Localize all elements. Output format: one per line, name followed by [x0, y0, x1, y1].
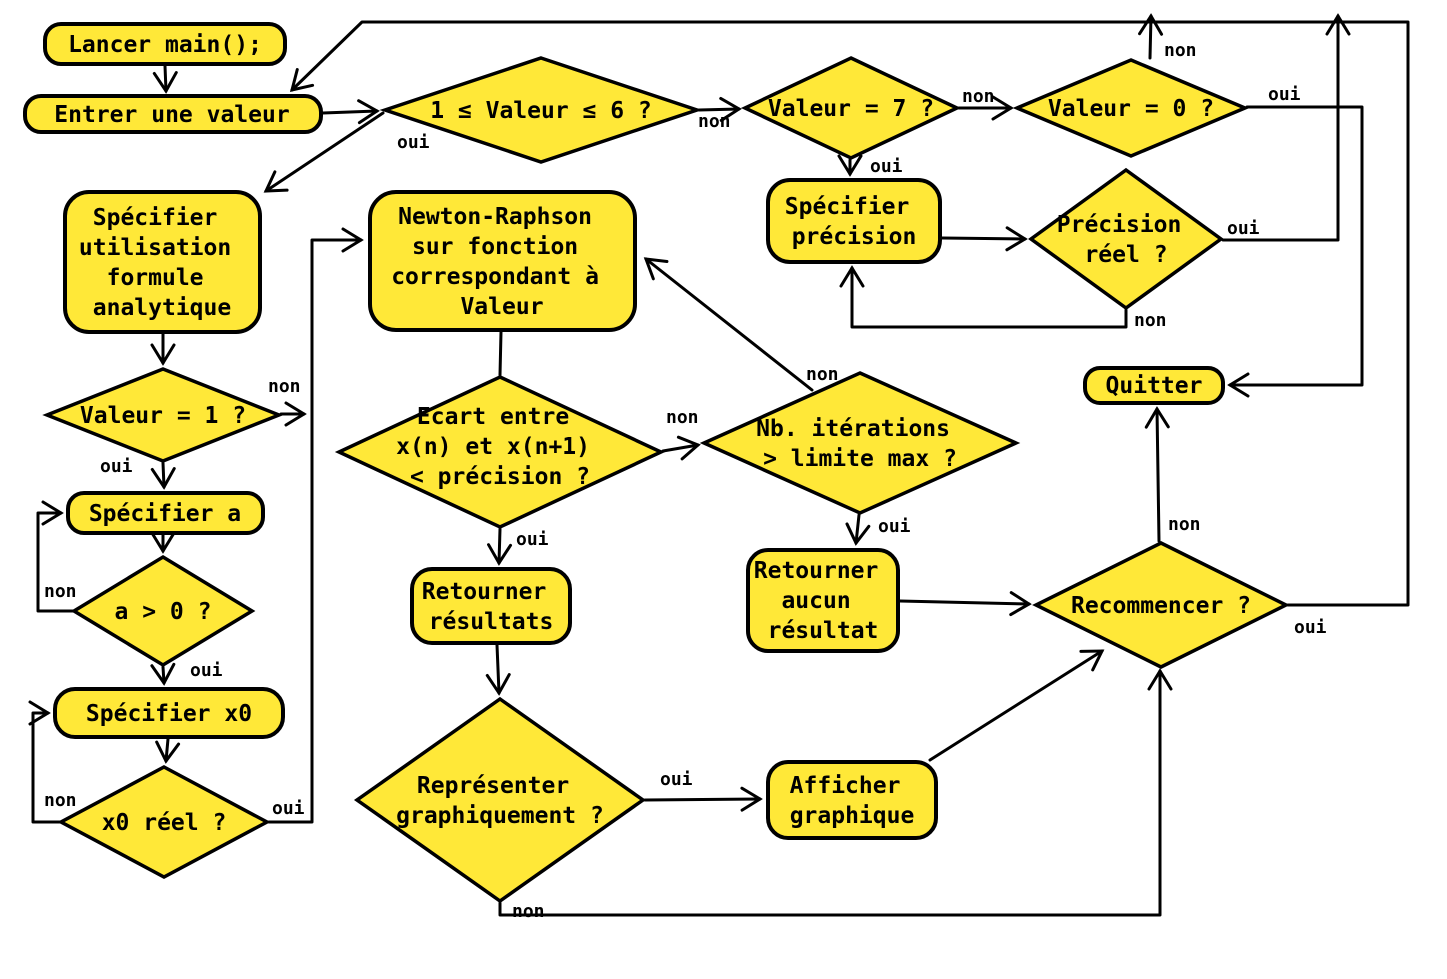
- edge-label: oui: [516, 529, 549, 550]
- node-label: Nb. itérations > limite max ?: [756, 416, 964, 472]
- edge-label: non: [1134, 310, 1167, 331]
- edge-label: oui: [660, 769, 693, 790]
- edge-label: non: [268, 376, 301, 397]
- node-decision-valeur-0: Valeur = 0 ?: [1012, 58, 1250, 158]
- edge-label: non: [512, 901, 545, 922]
- node-label: Représenter graphiquement ?: [396, 773, 604, 829]
- node-decision-recommencer: Recommencer ?: [1032, 541, 1290, 669]
- edge-label: non: [44, 581, 77, 602]
- edge-apos-oui: oui: [150, 660, 223, 686]
- edge-label: non: [806, 364, 839, 385]
- node-newton-raphson: Newton-Raphson sur fonction correspondan…: [368, 190, 637, 332]
- node-decision-x0-reel: x0 réel ?: [57, 765, 271, 879]
- node-label: 1 ≤ Valeur ≤ 6 ?: [430, 98, 652, 124]
- edge-valeur16-oui: oui: [263, 111, 430, 193]
- edge-precisionreel-non: non: [839, 265, 1167, 331]
- edge-label: non: [698, 111, 731, 132]
- node-label: Newton-Raphson sur fonction correspondan…: [391, 204, 613, 320]
- edge-label: oui: [870, 156, 903, 177]
- edge-label: oui: [1268, 84, 1301, 105]
- node-specifier-utilisation-formule: Spécifier utilisation formule analytique: [63, 190, 262, 334]
- node-quitter: Quitter: [1083, 366, 1225, 405]
- edge-retaucun-recommencer: [898, 591, 1032, 617]
- node-entrer-valeur: Entrer une valeur: [23, 94, 323, 134]
- node-decision-nb-iterations: Nb. itérations > limite max ?: [699, 371, 1021, 515]
- edge-entrer-valeur16: [321, 99, 380, 125]
- node-afficher-graphique: Afficher graphique: [766, 760, 938, 840]
- edge-recommencer-oui: oui: [289, 20, 1410, 638]
- edge-representer-non: non: [498, 668, 1173, 922]
- node-label: Entrer une valeur: [54, 102, 289, 128]
- node-label: Afficher graphique: [790, 773, 915, 829]
- edge-valeur7-oui: oui: [837, 154, 903, 177]
- edge-label: oui: [190, 660, 223, 681]
- edge-label: oui: [1227, 218, 1260, 239]
- node-lancer-main: Lancer main();: [43, 22, 287, 66]
- edge-nbiter-non: non: [643, 257, 839, 392]
- edge-precisionreel-oui: oui: [1221, 13, 1351, 242]
- node-retourner-resultats: Retourner résultats: [410, 567, 572, 645]
- edge-representer-oui: oui: [643, 769, 763, 812]
- edge-label: non: [1164, 40, 1197, 61]
- node-decision-valeur-1: Valeur = 1 ?: [42, 367, 284, 463]
- node-decision-ecart-precision: Ecart entre x(n) et x(n+1) < précision ?: [334, 375, 666, 529]
- edge-valeur16-non: non: [697, 96, 742, 132]
- node-label: Valeur = 7 ?: [768, 96, 934, 122]
- node-label: Quitter: [1106, 373, 1203, 399]
- node-specifier-precision: Spécifier précision: [766, 178, 942, 264]
- node-label: Ecart entre x(n) et x(n+1) < précision ?: [396, 404, 604, 490]
- node-decision-representer-graphiquement: Représenter graphiquement ?: [353, 696, 647, 904]
- edge-recommencer-non: non: [1144, 406, 1201, 543]
- edge-lancer-entrer: [152, 64, 178, 94]
- edge-valeur0-oui: oui: [1227, 84, 1364, 398]
- node-decision-a-positif: a > 0 ?: [70, 554, 256, 668]
- edge-valeur1-oui: oui: [100, 456, 176, 490]
- edge-ecart-non: non: [661, 407, 701, 461]
- edge-label: non: [962, 86, 995, 107]
- node-decision-precision-reel: Précision réel ?: [1028, 167, 1224, 311]
- node-label: Spécifier précision: [785, 194, 923, 250]
- node-label: Spécifier utilisation formule analytique: [79, 205, 245, 321]
- edge-specprecision-precisionreel: [940, 226, 1028, 252]
- node-label: Précision réel ?: [1057, 212, 1195, 268]
- edge-label: non: [666, 407, 699, 428]
- node-label: Retourner aucun résultat: [754, 558, 892, 644]
- edge-newton-ecart: [498, 330, 503, 377]
- node-label: Lancer main();: [68, 32, 262, 58]
- node-specifier-a: Spécifier a: [66, 491, 265, 535]
- edge-x0reel-non: non: [28, 700, 77, 824]
- edge-apos-non: non: [36, 500, 77, 613]
- edge-label: oui: [1294, 617, 1327, 638]
- edge-x0reel-oui: oui: [267, 227, 364, 824]
- edge-retresultats-representer: [485, 643, 511, 696]
- node-label: Spécifier x0: [86, 701, 252, 727]
- edge-label: oui: [100, 456, 133, 477]
- node-label: Valeur = 0 ?: [1048, 96, 1214, 122]
- node-specifier-x0: Spécifier x0: [53, 687, 285, 739]
- node-retourner-aucun-resultat: Retourner aucun résultat: [746, 548, 900, 653]
- edge-ecart-oui: oui: [487, 527, 549, 566]
- node-label: a > 0 ?: [115, 599, 212, 625]
- edge-label: oui: [272, 798, 305, 819]
- edge-label: oui: [397, 132, 430, 153]
- edge-valeur1-non: non: [268, 376, 307, 427]
- node-decision-valeur-1-6: 1 ≤ Valeur ≤ 6 ?: [379, 56, 703, 164]
- edge-specx0-x0reel: [155, 737, 181, 764]
- edge-label: oui: [878, 516, 911, 537]
- edge-label: non: [44, 790, 77, 811]
- node-label: Retourner résultats: [422, 579, 560, 635]
- edge-valeur7-non: non: [957, 86, 1014, 121]
- node-label: Spécifier a: [89, 501, 241, 527]
- edge-afficher-recommencer: [928, 649, 1105, 762]
- node-label: x0 réel ?: [102, 810, 227, 836]
- node-label: Valeur = 1 ?: [80, 403, 246, 429]
- node-decision-valeur-7: Valeur = 7 ?: [740, 56, 962, 160]
- edge-label: non: [1168, 514, 1201, 535]
- node-label: Recommencer ?: [1071, 593, 1251, 619]
- edge-nbiter-oui: oui: [845, 513, 911, 546]
